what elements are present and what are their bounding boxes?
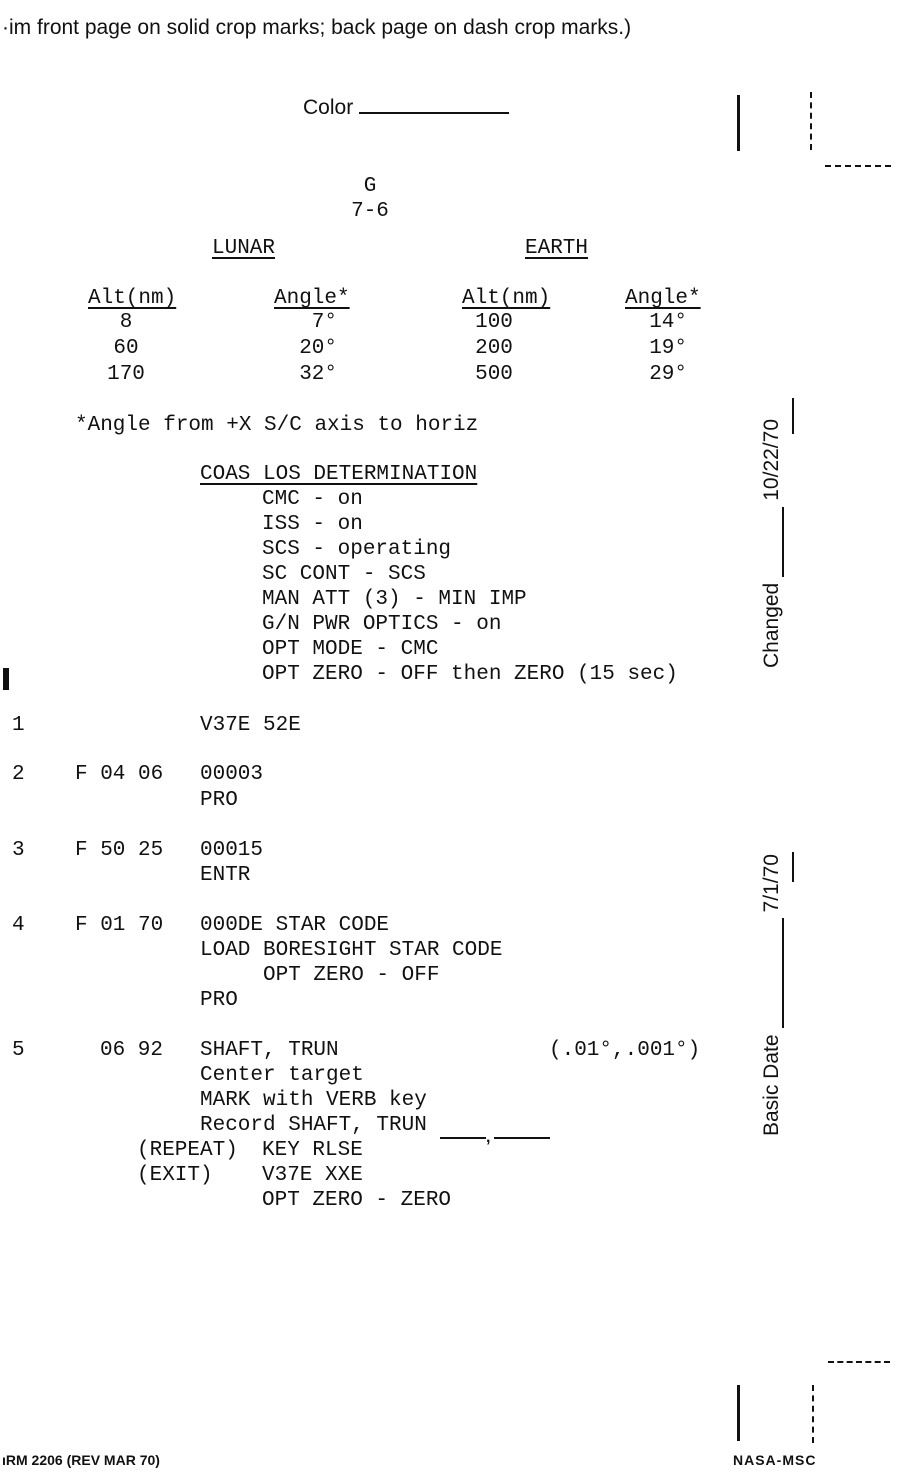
section-letter: G <box>363 175 377 198</box>
changed-blank <box>782 506 784 577</box>
changed-label: Changed <box>760 582 783 668</box>
coas-item: CMC - on <box>262 488 363 511</box>
coas-item: SCS - operating <box>262 538 452 561</box>
table-cell: 8 <box>119 311 133 334</box>
coas-item: OPT MODE - CMC <box>262 638 439 661</box>
step-code: F 50 25 <box>75 839 164 862</box>
table-cell: 19° <box>649 337 687 360</box>
coas-title: COAS LOS DETERMINATION <box>200 463 478 486</box>
table-cell: 100 <box>475 311 513 334</box>
dash-crop-mark-top-vertical <box>810 92 812 150</box>
step-line: OPT ZERO - OFF <box>200 964 440 987</box>
step-line: V37E 52E <box>200 714 301 737</box>
table-cell: 29° <box>649 363 687 386</box>
table-cell: 14° <box>649 311 687 334</box>
table-cell: 7° <box>311 311 337 334</box>
table-cell: 32° <box>299 363 337 386</box>
org-label: NASA-MSC <box>733 1452 817 1468</box>
color-label: Color <box>303 96 510 120</box>
earth-title: EARTH <box>525 237 589 260</box>
table-cell: 200 <box>475 337 513 360</box>
page-number: 7-6 <box>351 200 389 223</box>
step-code: F 04 06 <box>75 763 164 786</box>
step-line: 000DE STAR CODE <box>200 914 390 937</box>
dash-crop-mark-bottom-vertical <box>812 1385 814 1443</box>
table-cell: 20° <box>299 337 337 360</box>
exit-label: (EXIT) <box>137 1164 213 1187</box>
basic-date-value: 7/1/70 <box>760 854 783 913</box>
change-bar <box>3 668 9 690</box>
coas-item: SC CONT - SCS <box>262 563 426 586</box>
changed-date: 10/22/70 <box>760 419 783 501</box>
basic-date-stamp: Basic Date 7/1/70 <box>760 854 784 1136</box>
step-line: PRO <box>200 989 238 1012</box>
table-cell: 500 <box>475 363 513 386</box>
solid-crop-mark-bottom <box>737 1385 740 1441</box>
exit-action: V37E XXE <box>262 1164 363 1187</box>
step-line: Record SHAFT, TRUN <box>200 1114 427 1137</box>
basic-date-blank <box>782 918 784 1029</box>
footnote: *Angle from +X S/C axis to horiz <box>75 414 479 437</box>
step-code: 06 92 <box>100 1039 164 1062</box>
trim-instruction: ·im front page on solid crop marks; back… <box>2 16 632 39</box>
table-cell: 170 <box>107 363 145 386</box>
step-number: 2 <box>12 763 25 786</box>
dash-crop-mark-bottom-horizontal <box>828 1361 890 1363</box>
basic-rule <box>792 852 794 882</box>
step-number: 5 <box>12 1039 25 1062</box>
coas-item: MAN ATT (3) - MIN IMP <box>262 588 527 611</box>
lunar-title: LUNAR <box>212 237 276 260</box>
step-line: LOAD BORESIGHT STAR CODE <box>200 939 503 962</box>
repeat-action: KEY RLSE <box>262 1139 363 1162</box>
basic-date-label: Basic Date <box>760 1034 783 1136</box>
step-line: ENTR <box>200 864 251 887</box>
coas-item: ISS - on <box>262 513 363 536</box>
coas-item: OPT ZERO - OFF then ZERO (15 sec) <box>262 663 678 686</box>
repeat-label: (REPEAT) <box>137 1139 238 1162</box>
dash-crop-mark-top-horizontal <box>825 165 891 167</box>
step-number: 1 <box>12 714 25 737</box>
step-line: Center target <box>200 1064 364 1087</box>
step-line: MARK with VERB key <box>200 1089 427 1112</box>
step-line: 00015 <box>200 839 264 862</box>
changed-rule <box>792 398 794 434</box>
step-code: F 01 70 <box>75 914 164 937</box>
earth-alt-header: Alt(nm) <box>462 287 551 310</box>
solid-crop-mark-top <box>737 95 740 151</box>
table-cell: 60 <box>113 337 139 360</box>
step-line: 00003 <box>200 763 264 786</box>
step-units: (.01°,.001°) <box>549 1039 701 1062</box>
form-id: ıRM 2206 (REV MAR 70) <box>2 1452 160 1468</box>
color-blank <box>359 112 510 114</box>
color-label-text: Color <box>303 96 354 119</box>
step-line: SHAFT, TRUN <box>200 1039 339 1062</box>
coas-item: G/N PWR OPTICS - on <box>262 613 502 636</box>
step-number: 4 <box>12 914 25 937</box>
earth-angle-header: Angle* <box>625 287 701 310</box>
lunar-angle-header: Angle* <box>274 287 350 310</box>
step-line: OPT ZERO - ZERO <box>262 1189 452 1212</box>
lunar-alt-header: Alt(nm) <box>88 287 177 310</box>
step-line: PRO <box>200 789 238 812</box>
step-number: 3 <box>12 839 25 862</box>
changed-stamp: Changed 10/22/70 <box>760 419 784 668</box>
